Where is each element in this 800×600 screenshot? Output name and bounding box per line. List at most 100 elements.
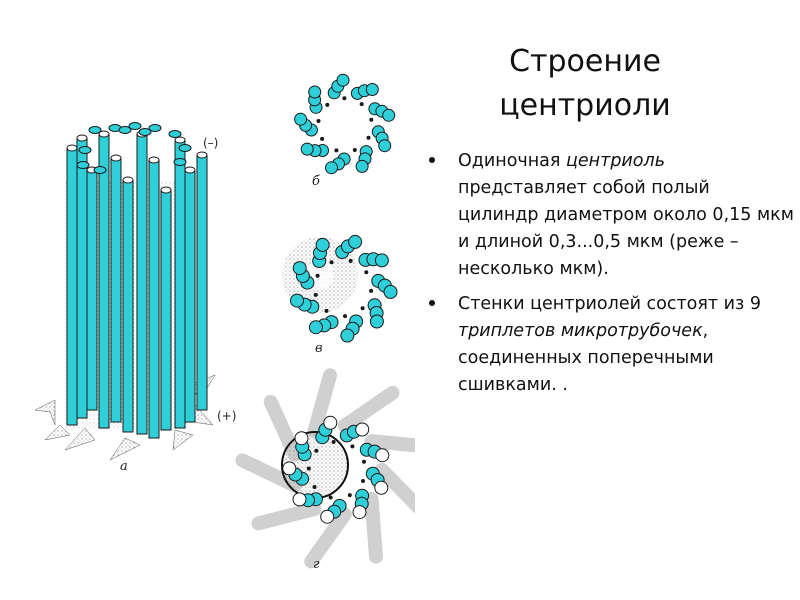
linker-dot [347, 493, 352, 498]
linker-dot [352, 148, 357, 152]
microtubule-end [148, 156, 160, 164]
pinwheel-arm [251, 502, 322, 531]
microtubule-top [173, 158, 187, 166]
bullet-list: Одиночная центриоль представляет собой п… [425, 148, 795, 407]
microtubule [86, 169, 98, 411]
microtubule [174, 139, 186, 429]
microtubule-top [178, 144, 192, 152]
microtubule-top [93, 166, 107, 174]
triplet-microtubule [325, 161, 338, 175]
bullet-item: Стенки центриолей состоят из 9 триплетов… [425, 291, 795, 399]
triplet-microtubule [308, 320, 323, 335]
microtubule-end [122, 176, 134, 184]
triplet-microtubule [294, 431, 309, 446]
cross-section-v: в [282, 234, 398, 356]
linker-dot [359, 102, 364, 107]
triplet-microtubule [340, 328, 355, 343]
triplet-microtubule [336, 73, 350, 87]
linker-dot [334, 148, 339, 153]
minus-end-label: (–) [203, 136, 218, 150]
microtubule [98, 133, 110, 429]
microtubule [110, 157, 122, 423]
bullet-dot-icon [429, 157, 435, 163]
linker-dot [364, 270, 369, 275]
triplet-microtubule [292, 261, 307, 276]
microtubule-top [88, 126, 102, 134]
linker-dot [366, 135, 371, 140]
triplet-microtubule [355, 159, 369, 173]
bullet-term: центриоль [566, 151, 666, 171]
microtubule [122, 179, 134, 433]
microtubule-top [148, 124, 162, 132]
bullet-text-part: Стенки центриолей состоят из 9 [458, 294, 762, 314]
linker-dot [314, 448, 319, 453]
pinwheel-arm [307, 368, 337, 438]
bullet-text-part: , соединенных поперечными сшивками. . [458, 321, 714, 395]
panel-v-label: в [315, 341, 323, 356]
linker-dot [348, 258, 353, 263]
linker-dot [331, 440, 336, 444]
linker-dot [369, 117, 374, 122]
triplet-microtubule [320, 509, 335, 524]
microtubule-end [98, 130, 110, 138]
microtubule [66, 147, 78, 426]
microtubule [184, 169, 196, 423]
microtubule-top [76, 161, 90, 169]
linker-dot [316, 119, 321, 123]
triplet-microtubule [323, 415, 338, 430]
bullet-dot-icon [429, 300, 435, 306]
linker-dot [306, 466, 311, 471]
triplet-microtubule [365, 83, 379, 96]
cross-section-b: б [294, 73, 396, 189]
microtubule-top [138, 128, 152, 136]
cross-section-g: г [235, 368, 415, 572]
triplet-microtubule [375, 448, 390, 463]
title-line-1: Строение [509, 44, 661, 79]
triplet-microtubule [292, 492, 307, 507]
centriole-cylinder-diagram: (–) (+) а [34, 122, 236, 474]
centriole-figure: (–) (+) а б в г [34, 73, 415, 572]
triplet-microtubule [290, 293, 304, 308]
pinwheel-arm [337, 385, 400, 433]
microtubule-top [78, 146, 92, 154]
slide-title: Строение центриоли [470, 40, 700, 128]
triplet-microtubule [355, 422, 370, 437]
microtubule-end [196, 151, 208, 159]
triplet-microtubule [282, 461, 297, 476]
triplet-microtubule [348, 234, 363, 249]
linker-dot [325, 102, 330, 107]
microtubule [148, 159, 160, 439]
triplet-microtubule [374, 480, 389, 495]
linker-dot [312, 485, 317, 489]
linker-dot [342, 96, 347, 101]
microtubule-group [66, 122, 208, 439]
triplet-microtubule [378, 139, 392, 153]
plus-end-label: (+) [217, 409, 236, 423]
microtubule-top [118, 126, 132, 134]
linker-dot [369, 288, 374, 293]
panel-b-label: б [312, 174, 320, 189]
bullet-item: Одиночная центриоль представляет собой п… [425, 148, 795, 283]
triplet-microtubule [352, 505, 367, 520]
microtubule-end [174, 136, 186, 144]
triplet-microtubule [308, 85, 322, 99]
microtubule-top [128, 122, 142, 130]
pinwheel-arm [364, 434, 415, 453]
triplet-microtubule [383, 284, 398, 299]
microtubule-end [66, 144, 78, 152]
microtubule-top [168, 130, 182, 138]
linker-dot [360, 306, 365, 311]
microtubule-end [110, 154, 122, 162]
pinwheel-arm [364, 491, 383, 564]
triplet-microtubule [374, 253, 389, 268]
panel-g-label: г [313, 557, 320, 572]
microtubule [160, 189, 172, 431]
pinwheel-arm [304, 507, 352, 569]
title-line-2: центриоли [499, 88, 671, 123]
bullet-term: триплетов микротрубочек [458, 321, 703, 341]
microtubule-end [160, 186, 172, 194]
triplet-microtubule [315, 237, 330, 252]
triplet-microtubule [382, 108, 396, 122]
linker-dot [313, 292, 318, 297]
